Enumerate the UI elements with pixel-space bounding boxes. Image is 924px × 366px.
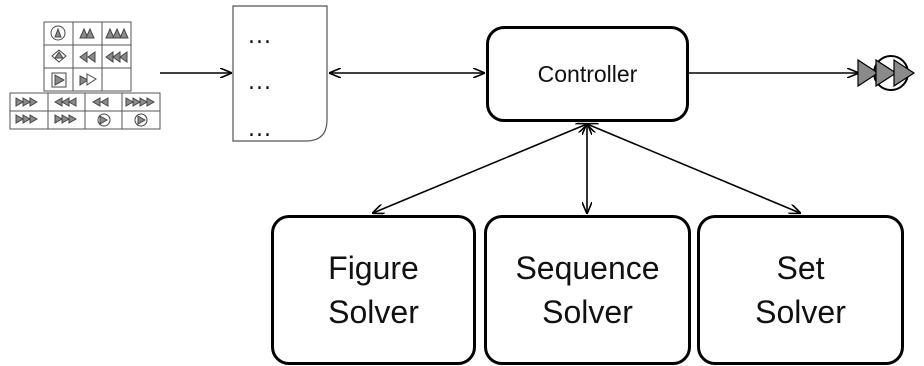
controller-set-arrow <box>587 124 800 213</box>
raven-matrix-icon <box>9 21 161 130</box>
memory-item-1: ... <box>248 24 272 49</box>
memory-store-shape <box>232 5 328 142</box>
controller-box: Controller <box>486 26 689 122</box>
memory-item-2: ... <box>248 70 272 95</box>
controller-figure-arrow <box>373 124 587 213</box>
figure-solver-label-line2: Solver <box>328 294 419 330</box>
answer-triangles-icon <box>857 55 916 91</box>
set-solver-box: Set Solver <box>697 215 904 365</box>
memory-item-3: ... <box>248 117 272 142</box>
sequence-solver-label-line1: Sequence <box>515 250 660 286</box>
sequence-solver-label-line2: Solver <box>542 294 633 330</box>
sequence-solver-box: Sequence Solver <box>484 215 691 365</box>
figure-solver-box: Figure Solver <box>271 215 476 365</box>
controller-label: Controller <box>537 60 638 87</box>
figure-solver-label-line1: Figure <box>328 250 419 286</box>
set-solver-label-line2: Solver <box>755 294 846 330</box>
set-solver-label-line1: Set <box>776 250 825 286</box>
